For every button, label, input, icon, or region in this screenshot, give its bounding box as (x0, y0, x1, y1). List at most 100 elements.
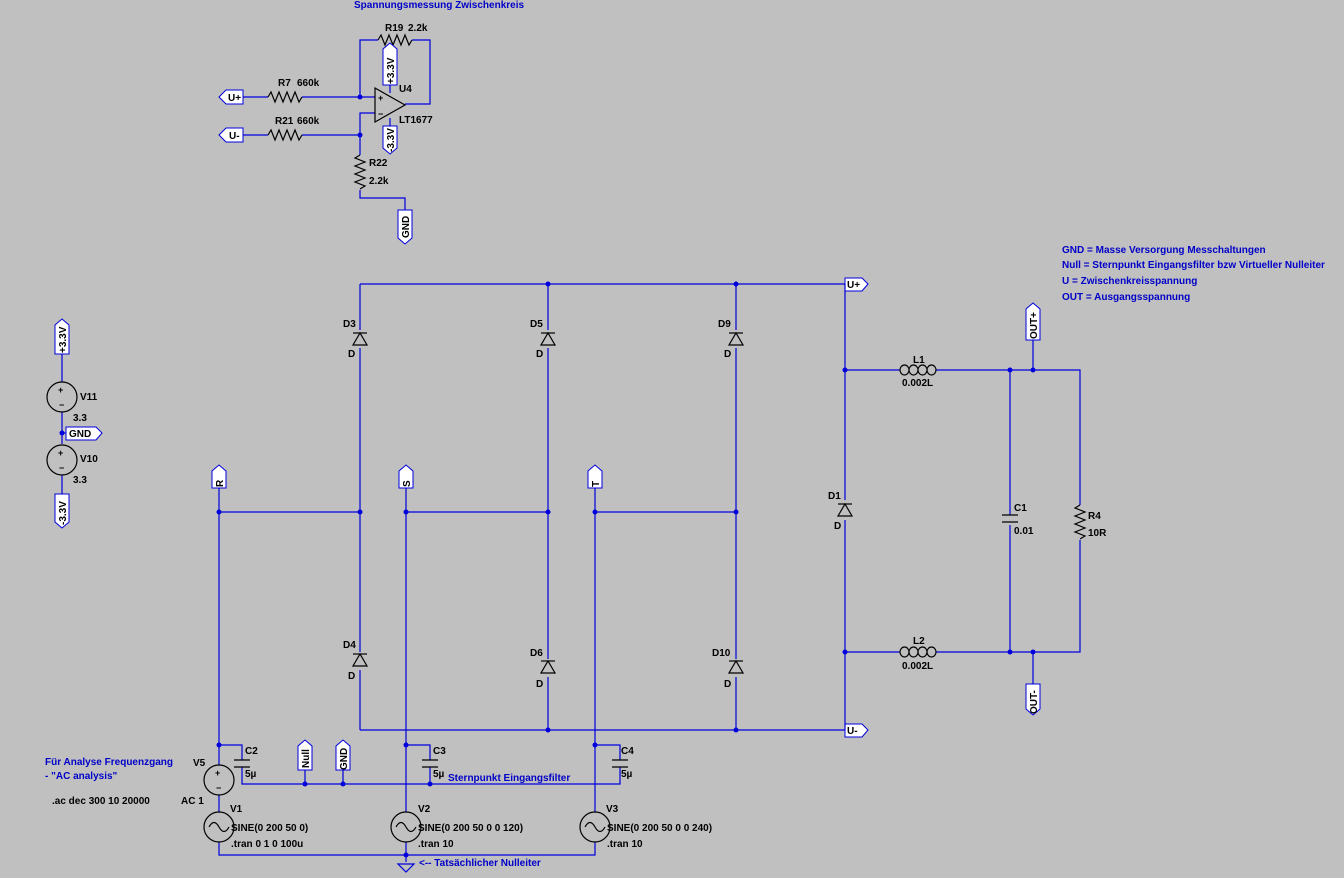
inductor-l1[interactable]: L1 0.002L (899, 355, 937, 389)
net-flag-out-minus[interactable]: OUT- (1025, 683, 1041, 716)
svg-text:−: − (378, 109, 383, 119)
svg-text:R4: R4 (1088, 511, 1101, 522)
spannung-title: Spannungsmessung Zwischenkreis (354, 0, 524, 11)
inductor-l2[interactable]: L2 0.002L (899, 636, 937, 672)
svg-text:+: + (58, 385, 63, 395)
svg-text:+3.3V: +3.3V (386, 57, 397, 84)
net-flag-u-minus-rail[interactable]: U- (844, 723, 869, 738)
svg-text:SINE(0 200 50 0): SINE(0 200 50 0) (231, 823, 308, 834)
ground-symbol[interactable] (396, 863, 416, 873)
svg-text:0.01: 0.01 (1014, 526, 1034, 537)
supply-sources: +3.3V + − V11 3.3 GND + − V10 3.3 -3.3V (46, 318, 103, 529)
diode-d5[interactable]: D5 D (530, 319, 557, 360)
net-flag-p33-opamp[interactable]: +3.3V (382, 42, 398, 86)
svg-text:V3: V3 (606, 804, 619, 815)
measurement-circuit: Spannungsmessung Zwischenkreis U+ U- R7 … (218, 0, 524, 245)
svg-text:5µ: 5µ (245, 769, 257, 780)
diode-d4[interactable]: D4 D (343, 640, 369, 682)
svg-text:D: D (536, 349, 543, 360)
net-flag-null[interactable]: Null (297, 739, 313, 771)
svg-text:660k: 660k (297, 116, 320, 127)
diode-d10[interactable]: D10 D (712, 648, 745, 690)
svg-text:D10: D10 (712, 648, 731, 659)
svg-text:3.3: 3.3 (73, 475, 87, 486)
svg-text:D: D (834, 521, 841, 532)
svg-text:D: D (348, 349, 355, 360)
svg-text:−: − (59, 463, 64, 473)
svg-text:U4: U4 (399, 84, 412, 95)
legend-line: U = Zwischenkreisspannung (1062, 276, 1197, 287)
svg-text:D: D (348, 671, 355, 682)
net-flag-t[interactable]: T (587, 464, 603, 489)
net-flag-gnd-filter[interactable]: GND (335, 739, 351, 771)
net-flag-s[interactable]: S (398, 464, 414, 489)
diode-d1[interactable]: D1 D (828, 491, 854, 532)
svg-text:D9: D9 (718, 319, 731, 330)
legend-line: Null = Sternpunkt Eingangsfilter bzw Vir… (1062, 260, 1325, 271)
diode-d6[interactable]: D6 D (530, 648, 557, 690)
net-flag-u-minus-input[interactable]: U- (218, 127, 244, 143)
resistor-r21[interactable]: R21 660k (267, 116, 320, 142)
net-flag-gnd-opamp[interactable]: GND (397, 209, 413, 245)
svg-text:C1: C1 (1014, 503, 1027, 514)
svg-text:660k: 660k (297, 78, 320, 89)
svg-text:Null: Null (301, 749, 312, 768)
svg-text:V1: V1 (230, 804, 243, 815)
svg-text:T: T (591, 481, 602, 487)
net-flag-m33-opamp[interactable]: -3.3V (382, 125, 398, 155)
ac-comment-line: Für Analyse Frequenzgang (45, 757, 173, 768)
svg-text:5µ: 5µ (433, 769, 445, 780)
svg-text:-3.3V: -3.3V (58, 501, 69, 525)
svg-text:C3: C3 (433, 746, 446, 757)
net-flag-r[interactable]: R (211, 464, 227, 489)
rectifier-bridge: D3 D D5 D D9 D D4 D D6 D (211, 277, 869, 738)
svg-text:L2: L2 (913, 636, 925, 647)
svg-text:+: + (215, 768, 220, 778)
capacitor-c3[interactable]: C3 5µ (422, 746, 446, 780)
svg-text:GND: GND (339, 748, 350, 770)
svg-text:+: + (58, 448, 63, 458)
resistor-r19[interactable]: R19 2.2k (377, 23, 428, 47)
svg-text:C4: C4 (621, 746, 634, 757)
svg-text:OUT-: OUT- (1029, 690, 1040, 714)
net-flag-u-plus-input[interactable]: U+ (218, 89, 244, 105)
svg-text:V11: V11 (80, 392, 98, 403)
capacitor-c2[interactable]: C2 5µ (234, 746, 258, 780)
voltage-source-v5[interactable]: + − V5 AC 1 (181, 758, 235, 807)
opamp-u4[interactable]: + − U4 LT1677 (374, 84, 433, 126)
resistor-r22[interactable]: R22 2.2k (353, 154, 389, 190)
voltage-source-v10[interactable]: + − V10 3.3 (46, 444, 98, 486)
voltage-source-v11[interactable]: + − V11 3.3 (46, 381, 98, 424)
capacitor-c4[interactable]: C4 5µ (612, 746, 634, 780)
capacitor-c1[interactable]: C1 0.01 (1002, 503, 1034, 537)
svg-text:-3.3V: -3.3V (386, 128, 397, 152)
svg-text:L1: L1 (913, 355, 925, 366)
svg-text:U+: U+ (847, 280, 860, 291)
resistor-r4[interactable]: R4 10R (1073, 504, 1107, 540)
svg-text:−: − (59, 400, 64, 410)
voltage-source-v1[interactable]: V1 SINE(0 200 50 0) .tran 0 1 0 100u (203, 804, 308, 850)
svg-text:V10: V10 (80, 454, 98, 465)
net-flag-out-plus[interactable]: OUT+ (1025, 302, 1041, 341)
svg-text:+3.3V: +3.3V (58, 326, 69, 353)
diode-d3[interactable]: D3 D (343, 319, 369, 360)
svg-text:V2: V2 (418, 804, 431, 815)
net-flag-m33-supply[interactable]: -3.3V (54, 493, 70, 529)
svg-text:.tran 10: .tran 10 (418, 839, 454, 850)
net-flag-gnd-supply[interactable]: GND (62, 426, 103, 441)
svg-text:D: D (724, 679, 731, 690)
net-flag-u-plus-rail[interactable]: U+ (844, 277, 869, 292)
net-flag-p33-supply[interactable]: +3.3V (54, 318, 70, 355)
legend-line: OUT = Ausgangsspannung (1062, 292, 1190, 303)
resistor-r7[interactable]: R7 660k (267, 78, 320, 104)
svg-text:D5: D5 (530, 319, 543, 330)
svg-text:V5: V5 (193, 758, 206, 769)
output-filter: D1 D L1 0.002L L2 0.002L C1 0.01 R4 10R (828, 284, 1107, 730)
voltage-source-v3[interactable]: V3 SINE(0 200 50 0 0 240) .tran 10 (579, 804, 712, 850)
diode-d9[interactable]: D9 D (718, 319, 745, 360)
voltage-source-v2[interactable]: V2 SINE(0 200 50 0 0 120) .tran 10 (390, 804, 523, 850)
svg-text:D: D (724, 349, 731, 360)
svg-text:−: − (216, 783, 221, 793)
svg-text:D: D (536, 679, 543, 690)
